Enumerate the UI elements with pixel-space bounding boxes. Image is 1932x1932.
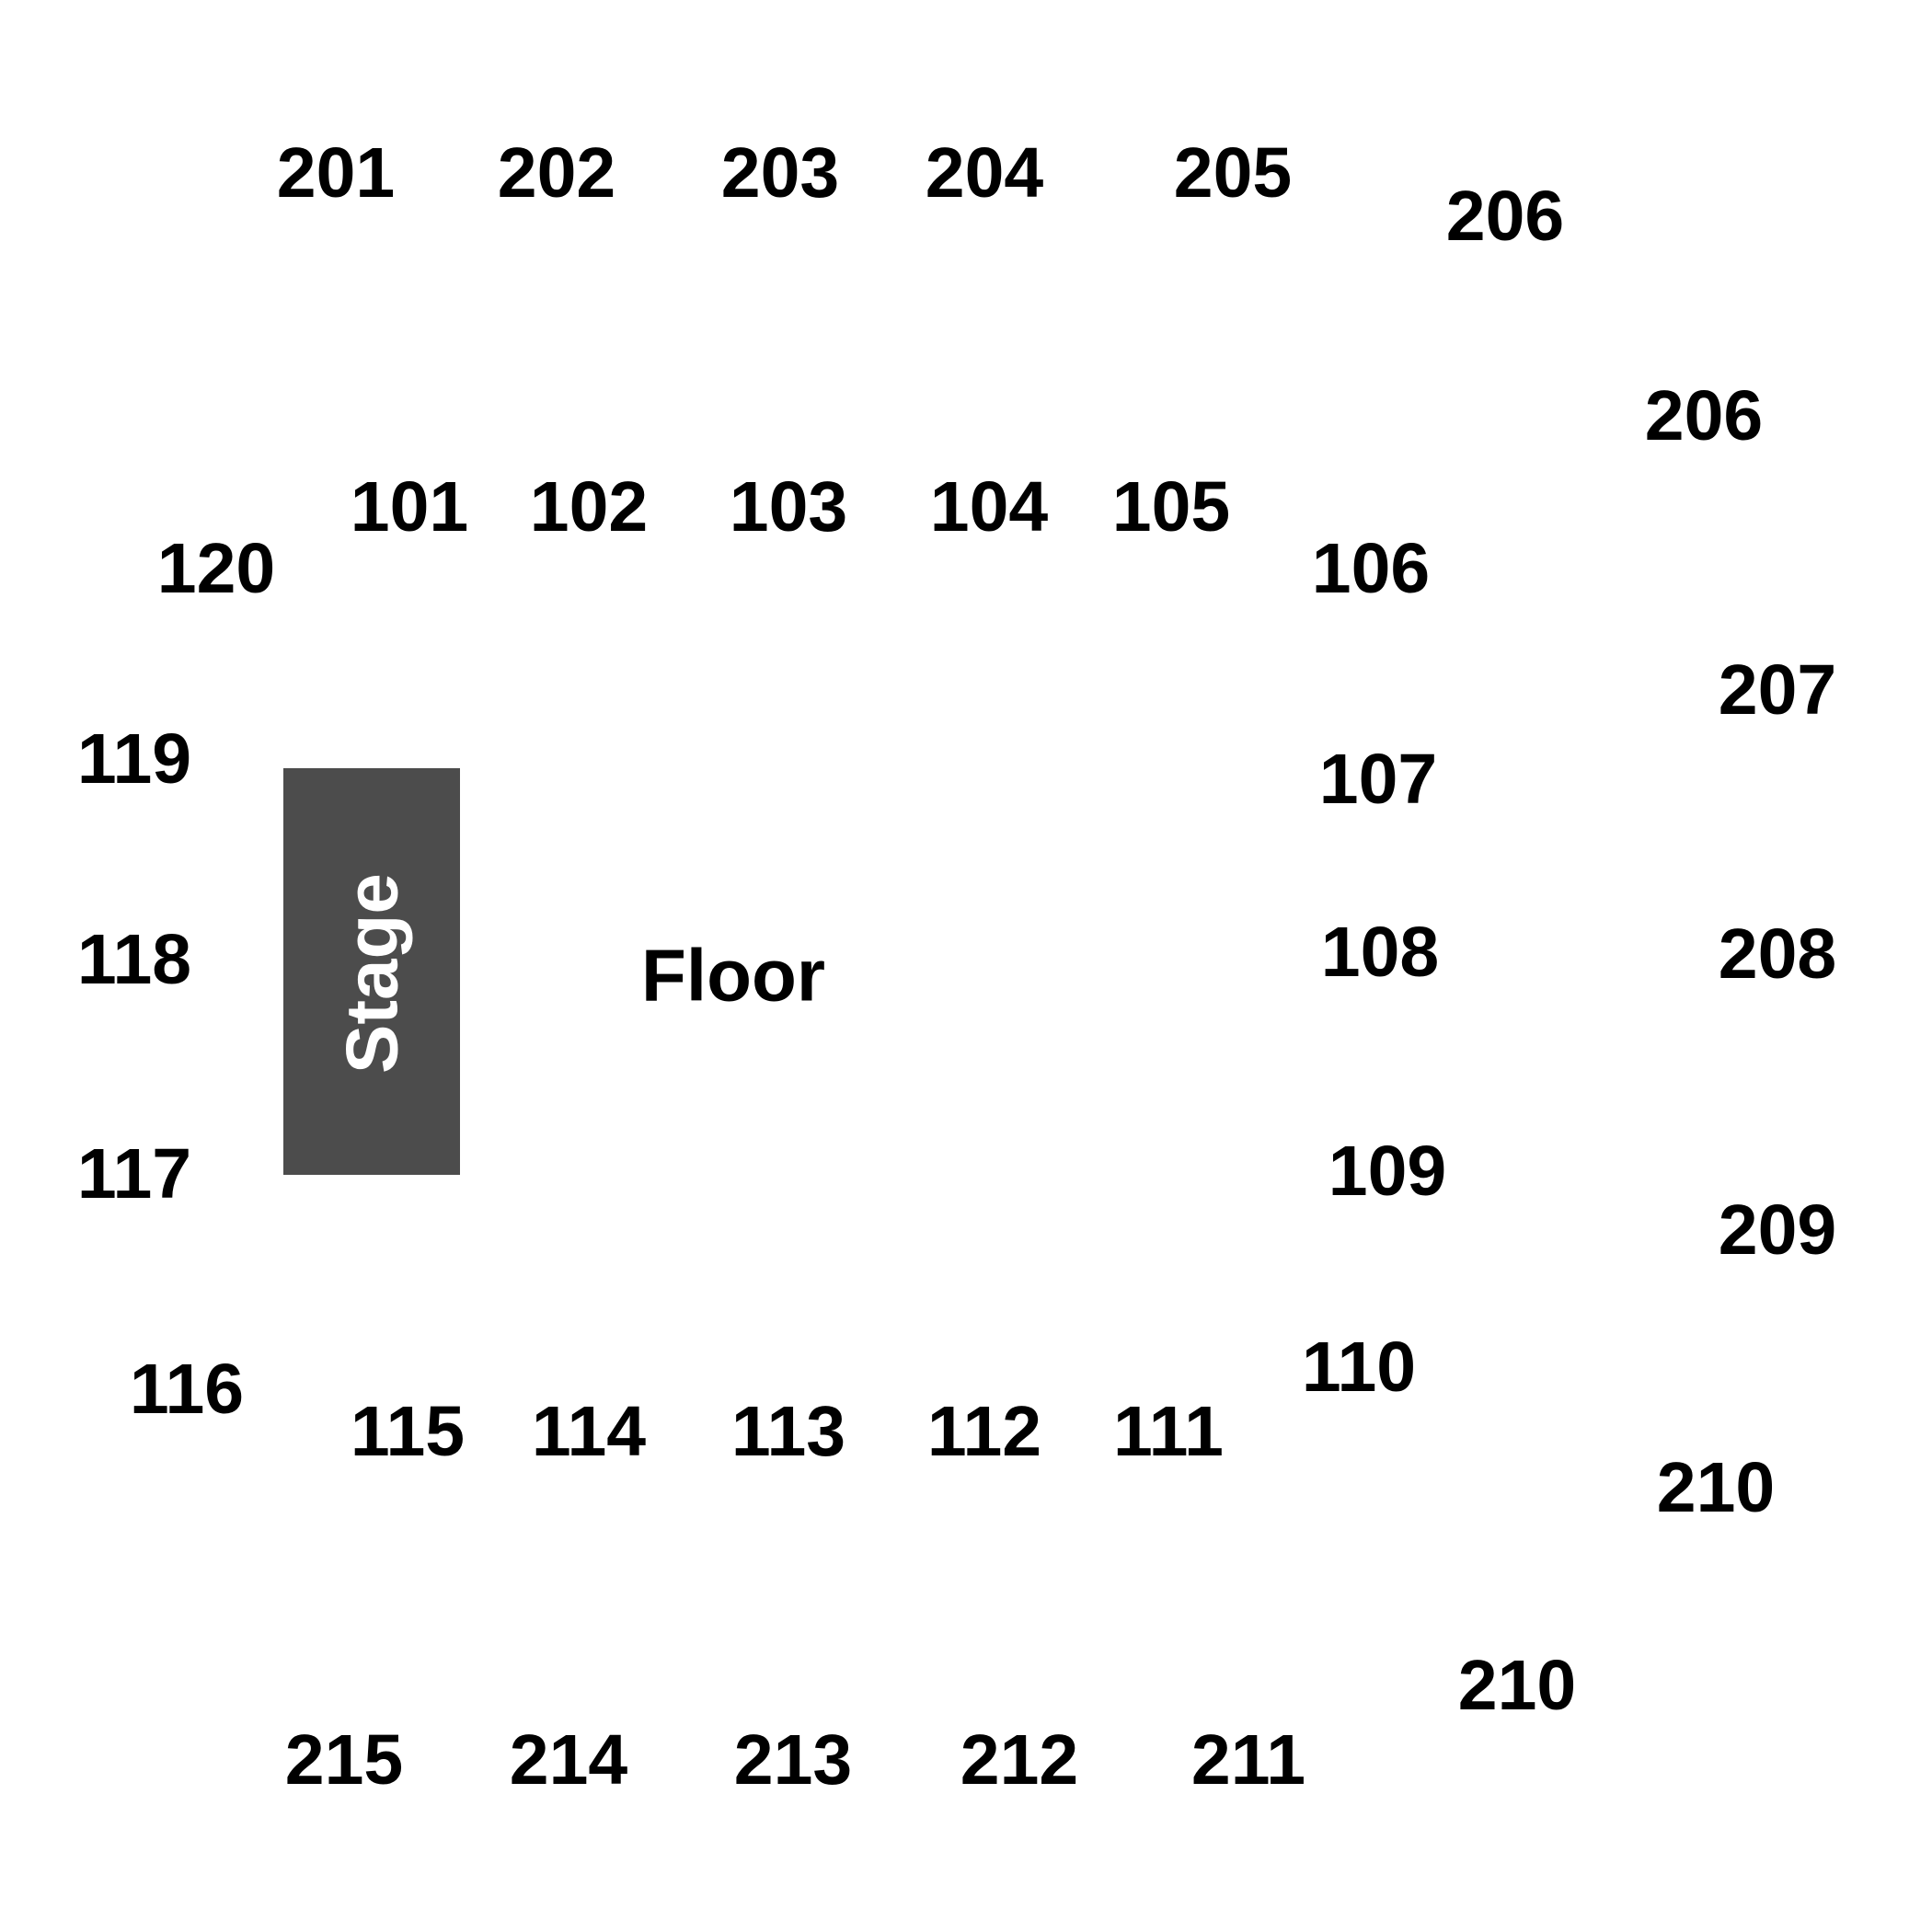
section-109[interactable]: 109 (1328, 1132, 1446, 1211)
section-118[interactable]: 118 (77, 920, 191, 999)
floor-label[interactable]: Floor (641, 935, 825, 1017)
section-105[interactable]: 105 (1112, 467, 1230, 546)
section-203[interactable]: 203 (721, 133, 839, 213)
section-117[interactable]: 117 (77, 1134, 191, 1213)
section-116[interactable]: 116 (130, 1350, 244, 1429)
section-214[interactable]: 214 (510, 1720, 628, 1800)
section-204[interactable]: 204 (926, 133, 1044, 213)
section-120[interactable]: 120 (157, 529, 275, 608)
section-208[interactable]: 208 (1719, 914, 1836, 994)
section-119[interactable]: 119 (77, 719, 191, 799)
section-106[interactable]: 106 (1312, 529, 1430, 608)
section-207[interactable]: 207 (1719, 650, 1836, 730)
section-112[interactable]: 112 (927, 1392, 1041, 1471)
section-107[interactable]: 107 (1319, 740, 1437, 819)
section-211[interactable]: 211 (1191, 1720, 1305, 1800)
stage[interactable]: Stage (283, 768, 460, 1175)
section-205[interactable]: 205 (1174, 133, 1292, 213)
section-108[interactable]: 108 (1321, 913, 1439, 992)
section-213[interactable]: 213 (734, 1720, 852, 1800)
stage-label: Stage (331, 873, 413, 1074)
section-212[interactable]: 212 (960, 1720, 1078, 1800)
section-210[interactable]: 210 (1657, 1448, 1775, 1527)
section-215[interactable]: 215 (285, 1720, 403, 1800)
section-104[interactable]: 104 (930, 467, 1049, 546)
section-101[interactable]: 101 (351, 467, 468, 546)
section-201[interactable]: 201 (277, 133, 395, 213)
section-210[interactable]: 210 (1458, 1646, 1576, 1725)
stage-block[interactable] (283, 768, 460, 1175)
section-115[interactable]: 115 (351, 1392, 465, 1471)
section-113[interactable]: 113 (731, 1392, 845, 1471)
section-111[interactable]: 111 (1113, 1392, 1224, 1471)
section-114[interactable]: 114 (532, 1392, 646, 1471)
section-102[interactable]: 102 (530, 467, 648, 546)
section-110[interactable]: 110 (1302, 1328, 1416, 1407)
section-202[interactable]: 202 (498, 133, 615, 213)
section-206[interactable]: 206 (1645, 376, 1763, 455)
section-209[interactable]: 209 (1719, 1190, 1836, 1270)
section-103[interactable]: 103 (730, 467, 847, 546)
section-206[interactable]: 206 (1446, 177, 1564, 256)
